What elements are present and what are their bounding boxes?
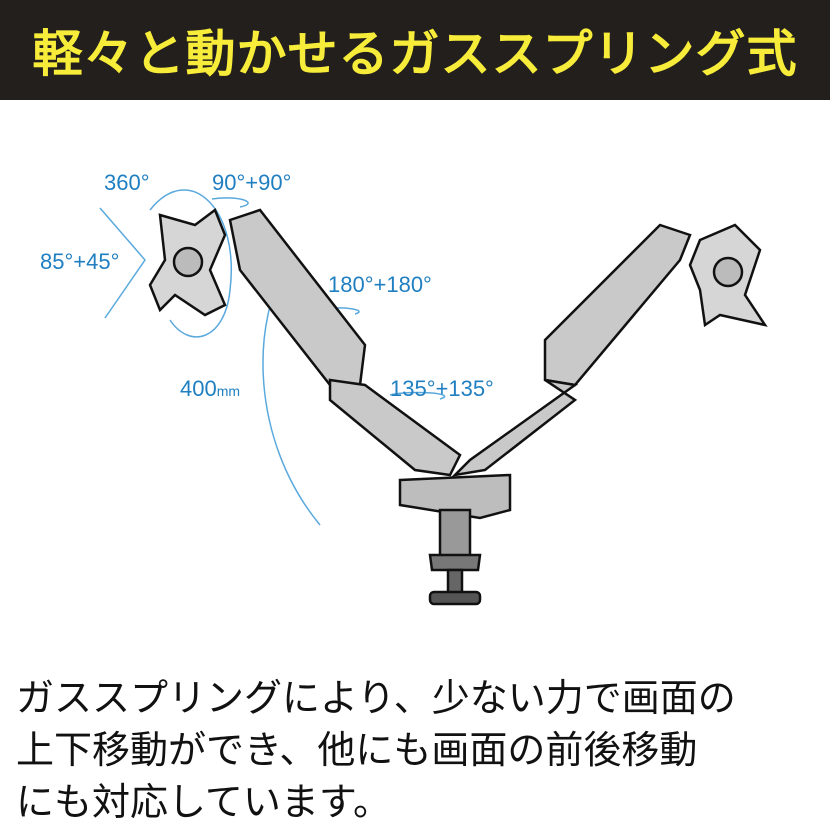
height-range-label: 400mm (180, 376, 240, 402)
tilt-label: 85°+45° (40, 249, 120, 274)
page-title: 軽々と動かせるガススプリング式 (32, 25, 798, 83)
description-line: 上下移動ができ、他にも画面の前後移動 (16, 728, 698, 772)
description: ガススプリングにより、少ない力で画面の 上下移動ができ、他にも画面の前後移動 に… (16, 672, 826, 828)
height-value: 400 (180, 376, 217, 401)
monitor-arm-figure: 360° 90°+90° 85°+45° 180°+180° 400mm 135… (0, 100, 830, 660)
monitor-arm-illustration (99, 189, 768, 606)
base-swivel-label: 135°+135° (390, 376, 494, 401)
height-unit: mm (216, 383, 241, 399)
arm-body (148, 208, 768, 606)
arm-swivel-label: 180°+180° (328, 272, 432, 297)
rotation-label: 360° (104, 170, 150, 195)
description-line: ガススプリングにより、少ない力で画面の (16, 676, 736, 720)
monitor-swivel-label: 90°+90° (212, 170, 292, 195)
description-line: にも対応しています。 (16, 780, 392, 824)
title-banner: 軽々と動かせるガススプリング式 (0, 0, 830, 100)
